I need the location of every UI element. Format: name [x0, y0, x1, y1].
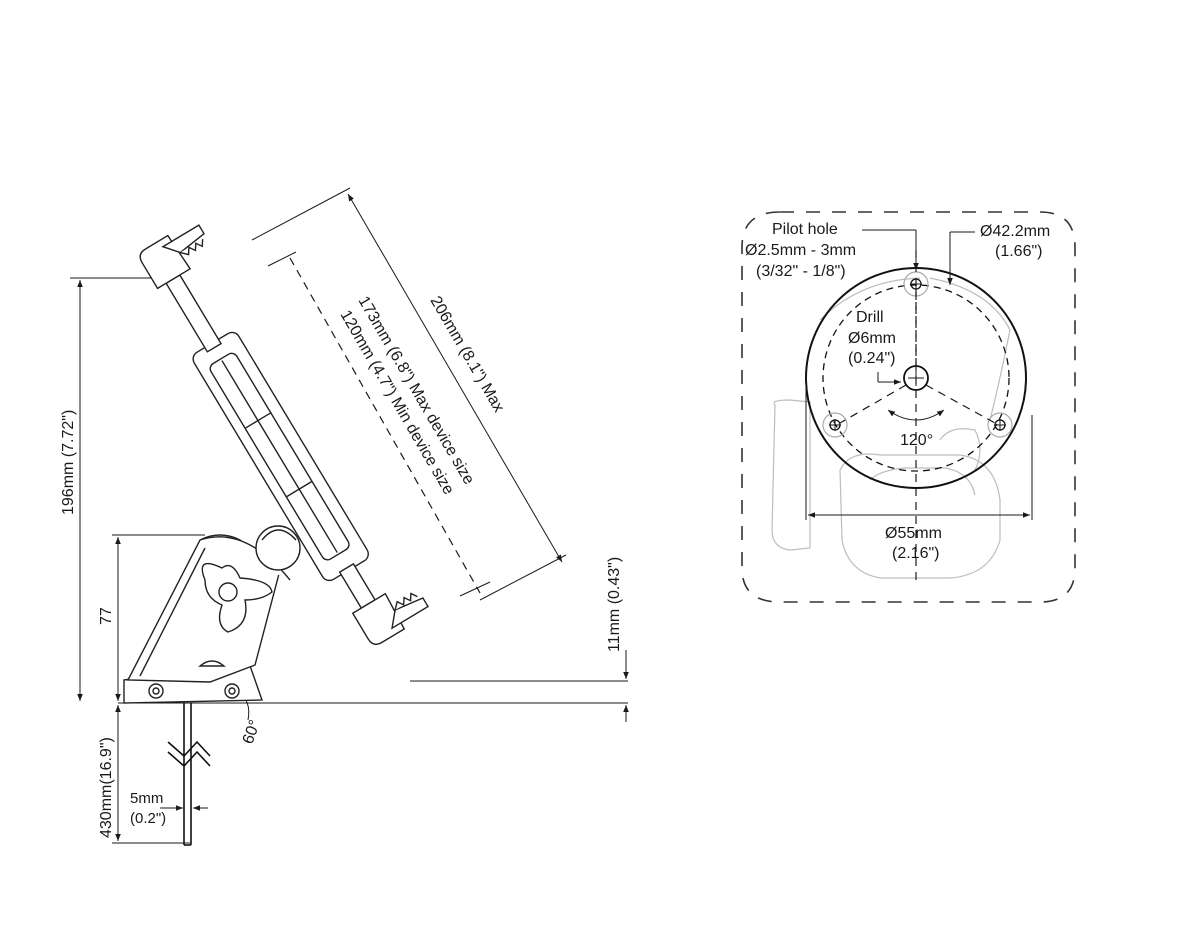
- base-diameter-mm-label: Ø55mm: [885, 525, 942, 542]
- radial-line-left: [839, 384, 907, 424]
- tablet-cradle: [139, 224, 430, 646]
- base-height-label: 77: [98, 607, 115, 625]
- device-span-dimension: [347, 193, 563, 563]
- tension-knob: [201, 562, 273, 633]
- base-diameter-in-label: (2.16"): [892, 545, 939, 562]
- pcd-in-label: (1.66"): [995, 243, 1042, 260]
- pcd-mm-label: Ø42.2mm: [980, 223, 1050, 240]
- min-device-size-label: 120mm (4.7") Min device size: [337, 307, 457, 497]
- device-span-label: 206mm (8.1") Max: [427, 293, 508, 415]
- span-top-extension-line: [251, 187, 351, 241]
- drill-mm-label: Ø6mm: [848, 330, 896, 347]
- offset-height-label: 11mm (0.43"): [606, 557, 623, 652]
- span-bottom-extension-line: [479, 554, 567, 601]
- tilt-angle-label: 60°: [240, 718, 264, 747]
- drill-in-label: (0.24"): [848, 350, 895, 367]
- drill-title: Drill: [856, 309, 884, 326]
- bolt-diameter-mm-label: 5mm: [130, 790, 163, 807]
- ball-joint: [255, 525, 301, 571]
- radial-line-right: [925, 384, 996, 424]
- device-size-bottom-tick: [459, 581, 491, 597]
- overall-height-label: 196mm (7.72"): [60, 410, 77, 515]
- pilot-hole-mm: Ø2.5mm - 3mm: [745, 242, 856, 259]
- mount-body-silhouette: [771, 277, 1011, 579]
- mounting-area-outline: [741, 211, 1076, 603]
- pilot-hole-in: (3/32" - 1/8"): [756, 263, 846, 280]
- bolt-diameter-in-label: (0.2"): [130, 810, 166, 827]
- pilot-hole-title: Pilot hole: [772, 221, 838, 238]
- top-view: 120° Pilot hole Ø2.5mm - 3mm (3/32" - 1/…: [741, 211, 1076, 603]
- bolt-length-label: 430mm(16.9"): [98, 737, 115, 838]
- side-view: 196mm (7.72") 77 11mm (0.43") 430mm(16.9…: [60, 187, 629, 846]
- base-mount: [123, 534, 291, 704]
- mounting-bolt: [167, 703, 211, 846]
- device-size-top-tick: [267, 251, 297, 267]
- hole-angle-label: 120°: [900, 432, 933, 449]
